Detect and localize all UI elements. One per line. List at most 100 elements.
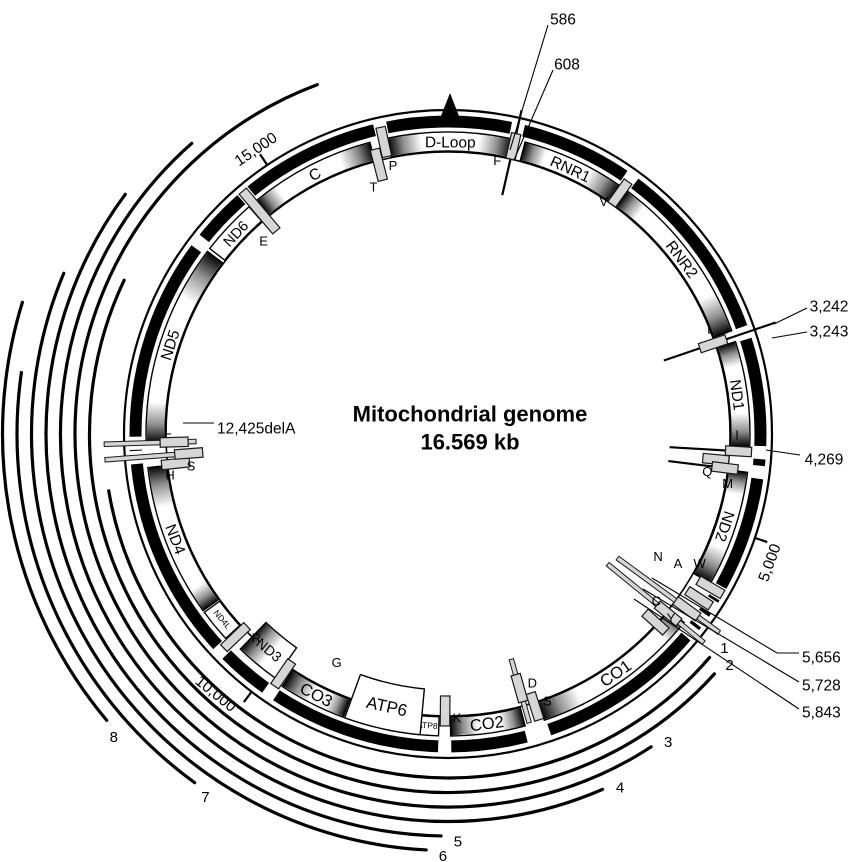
- deletion-arc-5: [44, 192, 443, 838]
- deletion-arc-label-8: 8: [110, 729, 118, 746]
- gene-sector-fill-nd4l: [204, 601, 240, 639]
- deletion-arc-2: [87, 278, 717, 795]
- trna-label-I: I: [735, 428, 739, 443]
- figure-title-layer: Mitochondrial genome 16.569 kb: [353, 402, 588, 455]
- trna-box-M: [710, 461, 740, 475]
- gene-label-co2: CO2: [469, 713, 505, 735]
- scale-tick-label-5000: 5,000: [756, 541, 785, 584]
- trna-label-F: F: [493, 153, 501, 168]
- deletion-arc-6: [29, 271, 428, 852]
- trna-box-E: [238, 187, 281, 235]
- gene-sectors-layer: D-LoopRNR1RNR2ND1ND2CO1CO2ATP8ATP6CO3ND3…: [145, 131, 751, 737]
- gene-shade-end-rnr1: [582, 168, 620, 201]
- trna-box-P: [375, 125, 393, 159]
- deletion-arc-label-1: 1: [720, 640, 728, 657]
- trna-label-W: W: [694, 556, 707, 571]
- gene-sector-outline-nd4l: [203, 600, 241, 640]
- trna-box-K: [439, 695, 451, 727]
- band-gap: [190, 234, 210, 253]
- scale-tick-15000: [259, 153, 269, 166]
- gene-shade-start-nd4: [190, 581, 218, 611]
- gene-sector-outline-nd5: [145, 250, 224, 444]
- gene-shade-start-nd5: [146, 400, 166, 443]
- trna-box-T: [369, 147, 389, 183]
- trna-label-T: T: [369, 180, 377, 195]
- gene-shade-end-co3: [282, 671, 318, 702]
- trna-label-A: A: [674, 556, 683, 571]
- pointer-label-p3242: 3,242: [810, 298, 849, 315]
- deletion-arc-label-3: 3: [664, 734, 672, 751]
- pointer-label-p5728: 5,728: [802, 677, 841, 694]
- gene-sector-outline-co3: [281, 669, 351, 719]
- pointer-label-p4269: 4,269: [805, 451, 844, 468]
- gene-sector-fill-nd6: [209, 206, 262, 261]
- deletion-arc-label-4: 4: [616, 779, 624, 796]
- trna-box-L: [697, 334, 729, 354]
- deletion-arc-label-5: 5: [454, 833, 462, 850]
- trna-label-P: P: [389, 158, 398, 173]
- trna-box-F: [505, 131, 522, 161]
- gene-shade-end-nd3: [240, 623, 283, 666]
- gene-shade-end-cyb: [337, 143, 375, 170]
- trna-label-S: S: [543, 694, 552, 709]
- trna-label-S: S: [187, 459, 196, 474]
- band-gap: [437, 739, 452, 754]
- trna-box-C: [653, 600, 683, 627]
- trna-box-S: [525, 690, 545, 722]
- gene-shade-end-nd2: [694, 543, 727, 583]
- trna-box-G: [269, 657, 297, 690]
- deletion-arc-4: [58, 141, 605, 824]
- pointer-label-p608: 608: [554, 56, 580, 73]
- deletion-arc-8: [0, 300, 109, 722]
- figure-title: Mitochondrial genome: [353, 402, 588, 427]
- gene-label-dloop: D-Loop: [425, 134, 476, 151]
- deletion-arc-7: [15, 370, 197, 785]
- pointer-line-p4269: [765, 449, 801, 456]
- gene-sector-outline-atp6: [343, 673, 426, 736]
- trna-box-D: [510, 672, 529, 704]
- pointer-label-p12425: 12,425delA: [217, 420, 296, 437]
- trna-label-K: K: [453, 710, 462, 725]
- gene-shade-end-nd4: [148, 465, 174, 509]
- genome-ring-layer: [122, 93, 774, 760]
- trna-box-S: [173, 447, 204, 460]
- gene-sector-fill-nd5: [145, 251, 223, 443]
- pointer-line-p5728: [642, 588, 800, 683]
- gene-shade-start-nd1: [718, 341, 742, 369]
- trna-label-D: D: [528, 676, 537, 691]
- gene-shade-start-cyb: [257, 186, 287, 215]
- gene-shade-end-co1: [538, 687, 583, 720]
- trna-label-E: E: [259, 234, 268, 249]
- band-gap: [750, 464, 766, 480]
- gene-shade-start-nd2: [725, 470, 747, 496]
- trna-box-W: [695, 575, 726, 600]
- trna-stick-C: [605, 561, 706, 646]
- pointer-line-p586: [509, 24, 549, 151]
- gene-shade-start-rnr1: [520, 142, 548, 167]
- gene-shade-end-co2: [450, 716, 480, 736]
- pointer-line-p3243: [771, 331, 808, 339]
- trna-label-L: L: [707, 321, 714, 336]
- gene-shade-end-nd5: [180, 251, 222, 305]
- trna-label-N: N: [653, 549, 662, 564]
- pointer-line-p5656: [651, 577, 799, 654]
- trna-box-L: [159, 436, 189, 448]
- pointer-label-p5656: 5,656: [802, 649, 841, 666]
- gene-sector-outline-nd3: [239, 621, 298, 680]
- trna-box-V: [607, 178, 633, 209]
- pointer-line-p608: [513, 69, 554, 161]
- pointer-label-p5843: 5,843: [802, 704, 841, 721]
- deletion-arc-label-7: 7: [201, 789, 209, 806]
- gene-shade-start-dloop: [387, 133, 423, 156]
- trna-box-R: [219, 621, 252, 653]
- trna-box-N: [671, 595, 702, 622]
- trna-label-G: G: [332, 655, 342, 670]
- figure-subtitle: 16.569 kb: [420, 430, 519, 455]
- trna-label-L: L: [164, 423, 171, 438]
- trna-label-R: R: [252, 631, 261, 646]
- trna-label-Y: Y: [667, 610, 676, 625]
- band-gap: [752, 445, 768, 460]
